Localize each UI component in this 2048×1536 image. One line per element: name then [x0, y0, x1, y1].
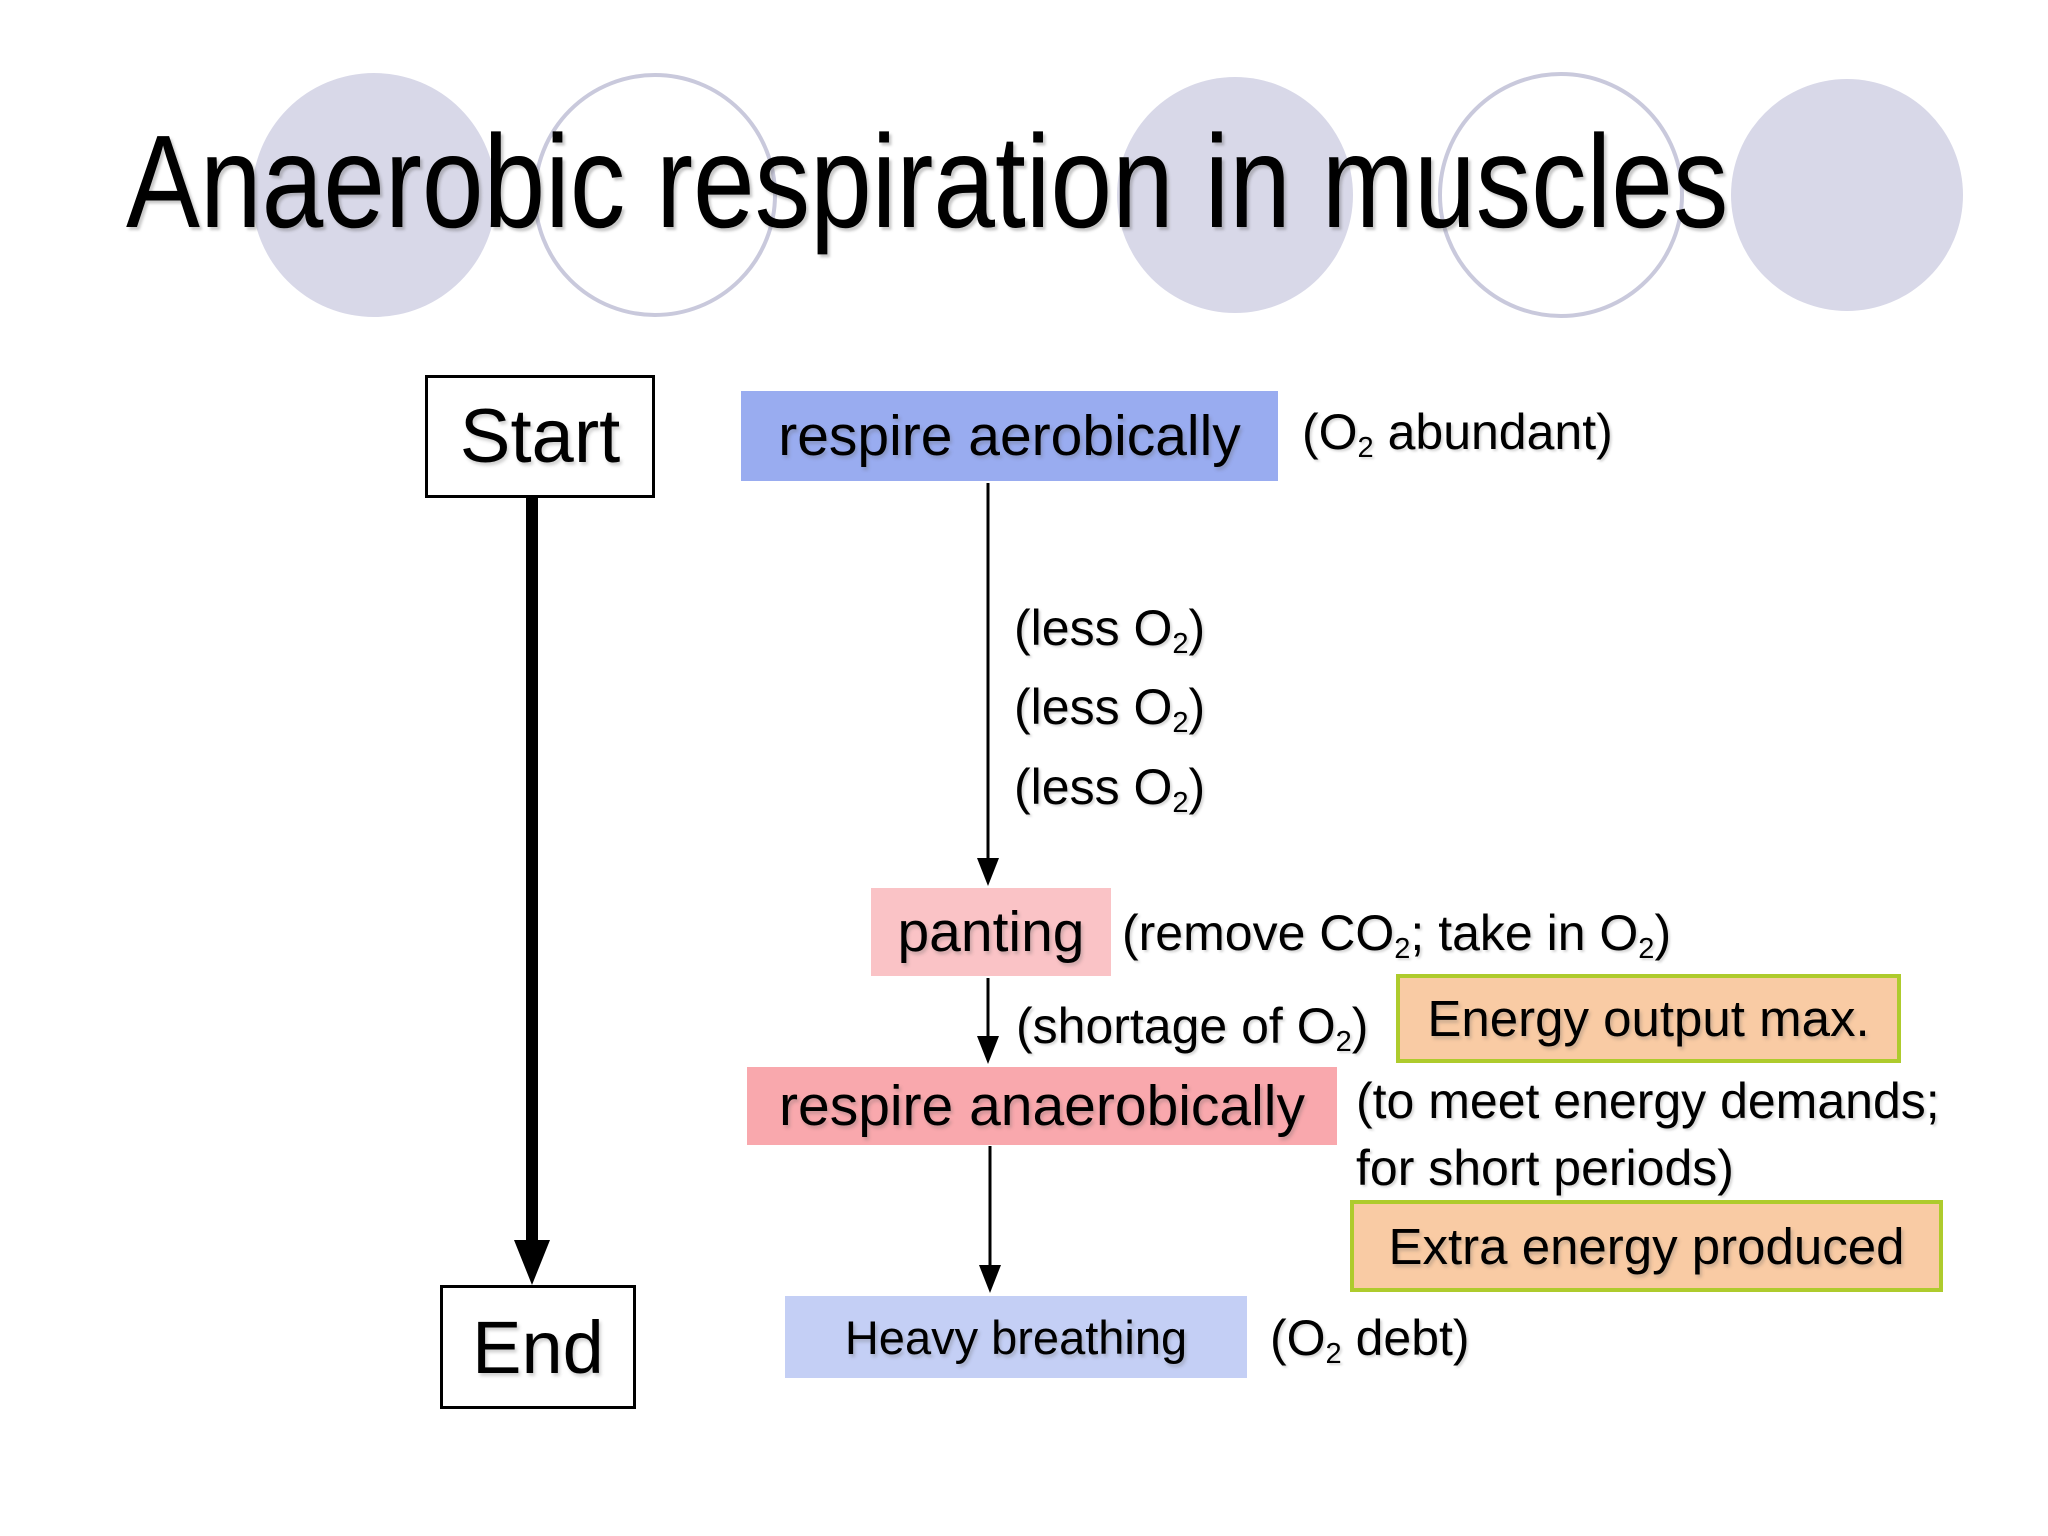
annotation-energy-demands: (to meet energy demands; for short perio…	[1356, 1068, 1940, 1202]
annotation-o2-abundant: (O2 abundant)	[1302, 404, 1613, 465]
node-panting: panting	[871, 888, 1111, 976]
annotation-remove-co2-take-in-o2: (remove CO2; take in O2)	[1122, 905, 1672, 966]
annotation-less-o2-2: (less O2)	[1014, 679, 1206, 740]
node-heavy-breathing-label: Heavy breathing	[844, 1310, 1188, 1364]
annotation-less-o2-3: (less O2)	[1014, 759, 1206, 820]
node-respire-aerobically-label: respire aerobically	[778, 404, 1241, 468]
callout-extra-energy-produced: Extra energy produced	[1350, 1200, 1943, 1292]
node-respire-anaerobically-label: respire anaerobically	[779, 1074, 1305, 1138]
annotation-o2-debt: (O2 debt)	[1270, 1310, 1470, 1371]
node-heavy-breathing: Heavy breathing	[785, 1296, 1247, 1378]
end-box: End	[440, 1285, 636, 1409]
node-respire-anaerobically: respire anaerobically	[747, 1067, 1337, 1145]
node-respire-aerobically: respire aerobically	[741, 391, 1278, 481]
start-label: Start	[459, 394, 621, 479]
start-box: Start	[425, 375, 655, 498]
callout-energy-output-max: Energy output max.	[1396, 974, 1901, 1063]
callout-energy-output-max-label: Energy output max.	[1427, 990, 1870, 1047]
slide-title: Anaerobic respiration in muscles	[126, 108, 1729, 255]
decorative-circle-filled-1	[252, 73, 496, 317]
node-panting-label: panting	[897, 900, 1085, 964]
panting-to-anaerobic-arrow	[977, 978, 999, 1064]
start-end-arrow	[514, 494, 550, 1285]
annotation-less-o2-1: (less O2)	[1014, 600, 1206, 661]
annotation-energy-demands-line1: (to meet energy demands;	[1356, 1073, 1940, 1129]
decorative-circle-filled-3	[1731, 79, 1963, 311]
end-label: End	[472, 1305, 604, 1389]
annotation-shortage-of-o2: (shortage of O2)	[1016, 998, 1369, 1059]
annotation-energy-demands-line2: for short periods)	[1356, 1140, 1734, 1196]
decorative-circle-filled-2	[1117, 77, 1353, 313]
decorative-circle-outlined-2	[1438, 72, 1684, 318]
decorative-circle-outlined-1	[533, 73, 777, 317]
aerobic-to-panting-arrow	[977, 483, 999, 886]
callout-extra-energy-produced-label: Extra energy produced	[1388, 1217, 1905, 1275]
anaerobic-to-heavy-breathing-arrow	[979, 1146, 1001, 1293]
